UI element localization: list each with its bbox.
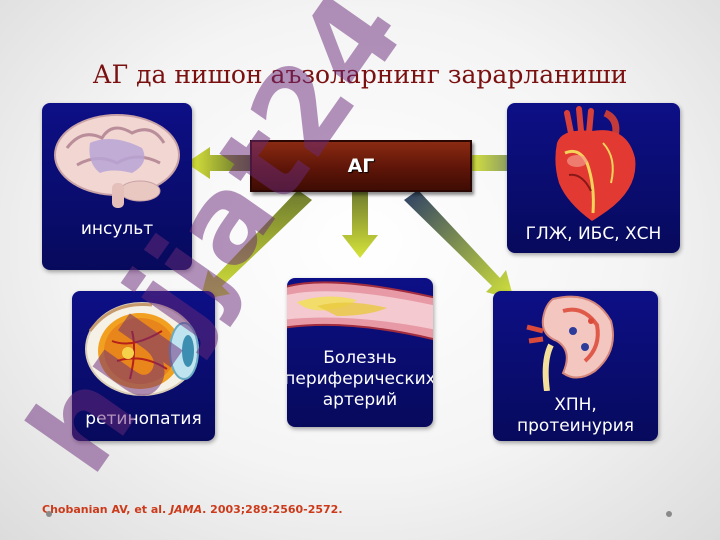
diagram-title: АГ да нишон аъзоларнинг зарарланиши bbox=[92, 60, 628, 89]
kidney-icon bbox=[526, 295, 614, 391]
center-label: АГ bbox=[347, 155, 375, 177]
artery-card: Болезнь периферических артерий bbox=[287, 278, 433, 427]
artery-label-line-2: периферических bbox=[287, 369, 433, 389]
arrow-to-kidney bbox=[404, 190, 514, 300]
slide-dot-right bbox=[666, 511, 672, 517]
kidney-label-line-2: протеинурия bbox=[517, 416, 634, 436]
artery-label: Болезнь периферических артерий bbox=[287, 348, 433, 411]
citation-details: . 2003;289:2560-2572. bbox=[202, 503, 343, 516]
arrow-to-eye bbox=[200, 190, 312, 300]
arrow-to-artery bbox=[342, 190, 378, 258]
heart-label: ГЛЖ, ИБС, ХСН bbox=[525, 224, 662, 244]
slide-dot-left bbox=[46, 511, 52, 517]
artery-label-line-3: артерий bbox=[322, 390, 398, 410]
eye-card: ретинопатия bbox=[72, 291, 215, 441]
citation: Chobanian AV, et al. JAMA. 2003;289:2560… bbox=[42, 503, 343, 516]
eye-icon bbox=[85, 302, 199, 396]
kidney-label-line-1: ХПН, bbox=[554, 395, 597, 415]
arrow-to-brain bbox=[186, 147, 250, 179]
brain-card: инсульт bbox=[42, 103, 192, 270]
kidney-label: ХПН, протеинурия bbox=[493, 395, 658, 437]
eye-label: ретинопатия bbox=[85, 409, 202, 429]
citation-journal: JAMA bbox=[170, 503, 203, 516]
center-node-ag: АГ bbox=[250, 140, 472, 192]
artery-icon bbox=[287, 281, 433, 341]
artery-label-line-1: Болезнь bbox=[323, 348, 397, 368]
heart-card: ГЛЖ, ИБС, ХСН bbox=[507, 103, 680, 253]
heart-icon bbox=[555, 106, 636, 221]
kidney-card: ХПН, протеинурия bbox=[493, 291, 658, 441]
citation-authors: Chobanian AV, et al. bbox=[42, 503, 171, 516]
brain-icon bbox=[54, 114, 180, 208]
brain-label: инсульт bbox=[80, 219, 154, 239]
